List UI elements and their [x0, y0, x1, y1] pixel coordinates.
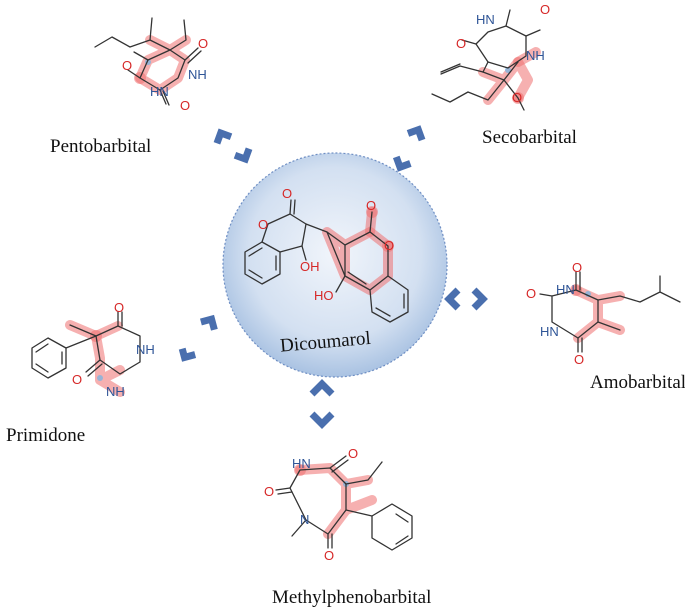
atom-o: O: [72, 372, 82, 387]
atom-o: O: [572, 260, 582, 275]
chevron-icon: [309, 411, 335, 429]
chevron-icon: [233, 147, 253, 164]
link-methylphenobarbital: [309, 379, 335, 429]
atom-o: O: [512, 90, 522, 105]
atom-nh: NH: [188, 67, 207, 82]
dicoumarol-structure: O O OH O O HO: [244, 186, 409, 323]
atom-ho-right: HO: [314, 288, 334, 303]
atom-o-right-ring: O: [384, 238, 394, 253]
atom-o: O: [122, 58, 132, 73]
atom-o: O: [526, 286, 536, 301]
link-pentobarbital: [213, 128, 253, 164]
amobarbital-label: Amobarbital: [590, 372, 685, 393]
amobarbital-node: HN O O HN O Amobarbital: [526, 260, 685, 393]
secobarbital-node: HN O NH O O Secobarbital: [431, 2, 577, 148]
atom-o-left-carbonyl: O: [282, 186, 292, 201]
atom-o: O: [540, 2, 550, 17]
atom-o: O: [264, 484, 274, 499]
link-primidone: [178, 314, 218, 362]
primidone-label: Primidone: [6, 425, 85, 446]
methylphenobarbital-label: Methylphenobarbital: [272, 587, 431, 608]
atom-hn: HN: [150, 84, 169, 99]
atom-o: O: [324, 548, 334, 563]
atom-nh: NH: [136, 342, 155, 357]
atom-oh-left: OH: [300, 259, 320, 274]
atom-o: O: [180, 98, 190, 113]
atom-o: O: [456, 36, 466, 51]
chevron-icon: [309, 379, 335, 397]
methylphenobarbital-node: HN O O N O Methylphenobarbital: [264, 446, 431, 608]
atom-hn: HN: [540, 324, 559, 339]
atom-hn: HN: [556, 282, 575, 297]
chevron-icon: [200, 314, 218, 331]
chevron-icon: [392, 155, 412, 172]
chevron-icon: [406, 125, 426, 142]
link-secobarbital: [392, 125, 426, 172]
chevron-icon: [178, 347, 197, 362]
chevron-icon: [213, 128, 233, 145]
atom-o: O: [114, 300, 124, 315]
chevron-icon: [471, 287, 488, 311]
atom-hn: HN: [476, 12, 495, 27]
chevron-icon: [444, 287, 461, 311]
atom-o-left-ring: O: [258, 217, 268, 232]
atom-o: O: [198, 36, 208, 51]
link-amobarbital: [444, 287, 488, 311]
atom-o-right-carbonyl: O: [366, 198, 376, 213]
atom-nh: NH: [106, 384, 125, 399]
atom-o: O: [348, 446, 358, 461]
pentobarbital-node: O O NH HN O Pentobarbital: [50, 17, 208, 157]
atom-hn: HN: [292, 456, 311, 471]
dicoumarol-node: O O OH O O HO Dicoumarol: [222, 152, 448, 378]
primidone-node: O NH NH O Primidone: [6, 300, 155, 446]
secobarbital-label: Secobarbital: [482, 127, 577, 148]
atom-o: O: [574, 352, 584, 367]
atom-n: N: [300, 512, 309, 527]
pentobarbital-label: Pentobarbital: [50, 136, 151, 157]
atom-nh: NH: [526, 48, 545, 63]
